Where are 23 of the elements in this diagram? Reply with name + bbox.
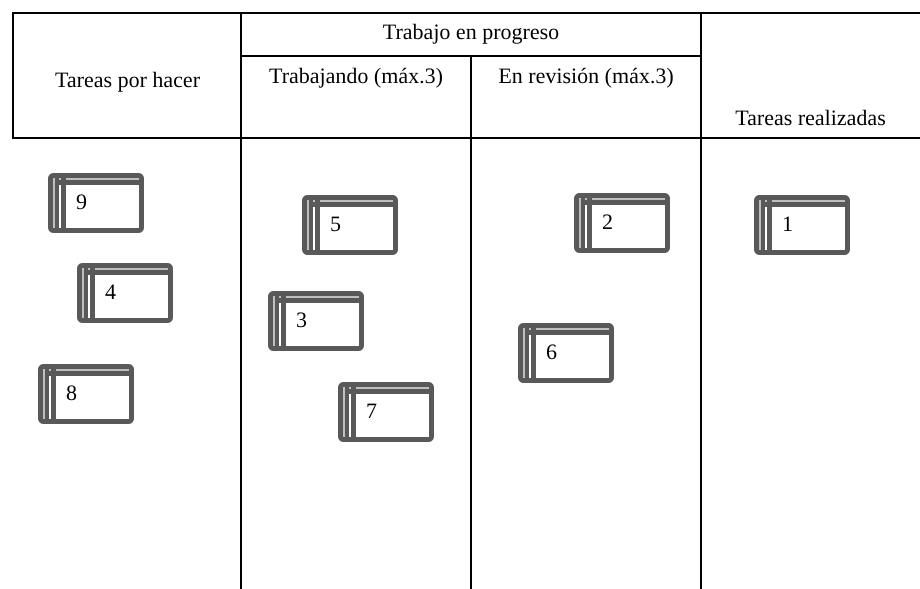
card-number: 2 <box>602 209 613 235</box>
task-card <box>574 193 670 253</box>
card-number: 3 <box>296 307 307 333</box>
group-header: Trabajo en progreso <box>382 18 560 46</box>
card-number: 5 <box>330 211 341 237</box>
task-card <box>48 173 144 233</box>
task-card <box>268 291 364 351</box>
task-card <box>38 364 134 424</box>
task-card <box>338 382 434 442</box>
column-header: Trabajando (máx.3) <box>268 62 444 90</box>
card-number: 1 <box>782 211 793 237</box>
task-card <box>302 195 398 255</box>
card-number: 7 <box>366 398 377 424</box>
column-header: En revisión (máx.3) <box>497 62 675 90</box>
task-card <box>518 323 614 383</box>
card-number: 6 <box>546 339 557 365</box>
column-header: Tareas realizadas <box>734 104 887 132</box>
card-number: 8 <box>66 380 77 406</box>
card-number: 9 <box>76 189 87 215</box>
column-header: Tareas por hacer <box>54 66 202 94</box>
task-card <box>77 263 173 323</box>
card-number: 4 <box>105 279 116 305</box>
task-card <box>754 195 850 255</box>
